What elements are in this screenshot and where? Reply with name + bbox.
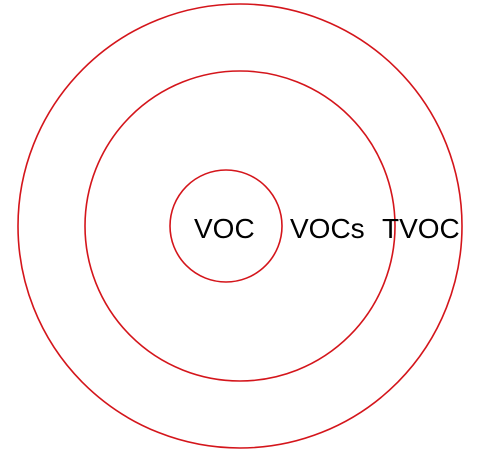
- label-tvoc: TVOC: [382, 213, 460, 244]
- label-voc: VOC: [194, 213, 255, 244]
- outer-ring-tvoc: [17, 3, 463, 449]
- inner-ring-voc: [169, 169, 283, 283]
- middle-ring-vocs: [84, 70, 396, 382]
- label-vocs: VOCs: [290, 213, 365, 244]
